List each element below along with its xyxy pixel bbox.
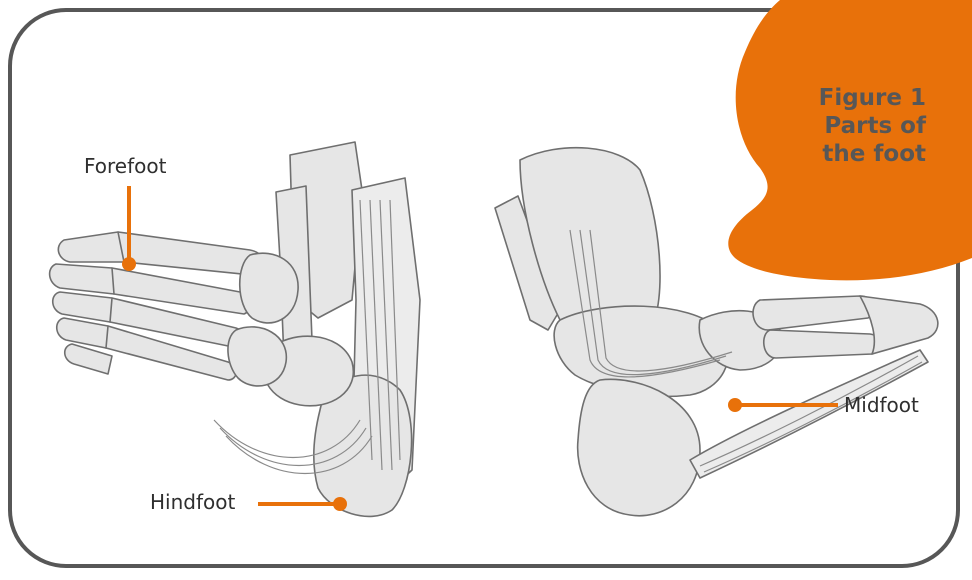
marker-forefoot bbox=[122, 257, 136, 271]
marker-hindfoot bbox=[333, 497, 347, 511]
metatarsal-side-2 bbox=[764, 330, 882, 358]
leader-forefoot bbox=[127, 186, 131, 264]
leader-hindfoot bbox=[258, 502, 340, 506]
label-midfoot: Midfoot bbox=[844, 393, 919, 417]
label-hindfoot: Hindfoot bbox=[150, 490, 235, 514]
metatarsal-side-1 bbox=[753, 296, 875, 330]
label-forefoot: Forefoot bbox=[84, 154, 166, 178]
leader-midfoot bbox=[738, 403, 838, 407]
marker-midfoot bbox=[728, 398, 742, 412]
calcaneus-bone-side bbox=[578, 379, 700, 515]
